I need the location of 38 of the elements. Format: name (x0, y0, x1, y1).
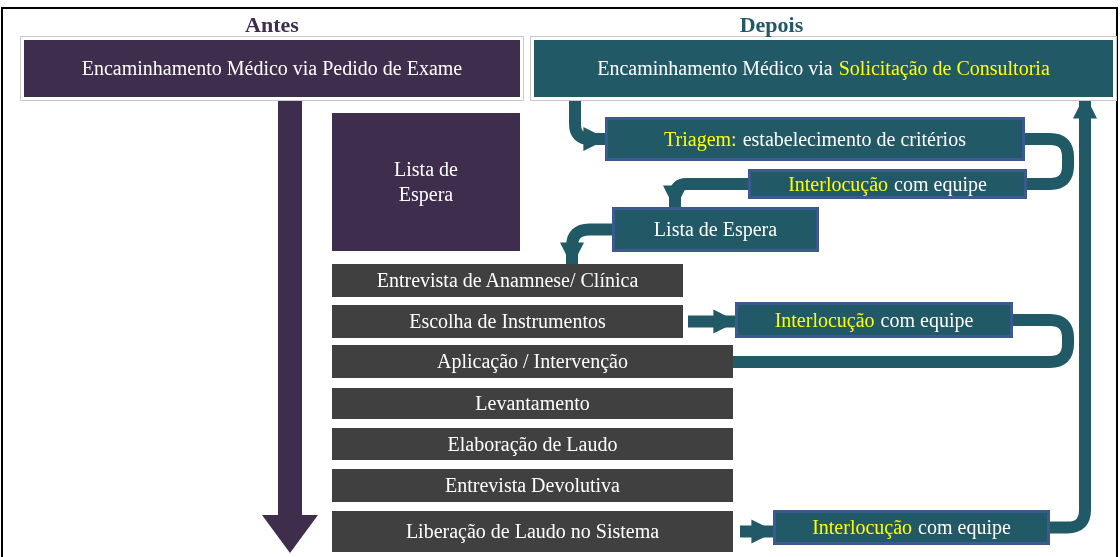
box-text: Solicitação de Consultoria (838, 56, 1050, 81)
box-text: Encaminhamento Médico via Pedido de Exame (81, 56, 463, 81)
box-text: Triagem: (664, 126, 737, 152)
box-text: com equipe (918, 515, 1011, 540)
box-text: estabelecimento de critérios (742, 126, 966, 152)
box-text: Levantamento (475, 391, 590, 416)
box-text: Lista de Espera (393, 157, 459, 207)
box-text: Elaboração de Laudo (447, 431, 618, 457)
box-text: Interlocução (788, 172, 889, 197)
box-text: Encaminhamento Médico via (597, 56, 833, 81)
process-box (773, 510, 1050, 545)
process-box (332, 469, 733, 502)
process-box (332, 345, 733, 378)
connector (733, 314, 1074, 368)
box-text: Escolha de Instrumentos (409, 309, 606, 334)
box-text: Liberação de Laudo no Sistema (405, 519, 660, 544)
process-box (332, 305, 683, 338)
process-box (748, 169, 1027, 199)
box-text: Entrevista Devolutiva (445, 473, 620, 498)
process-box (332, 264, 683, 297)
box-text: com equipe (894, 172, 987, 197)
process-box (332, 511, 733, 552)
box-text: com equipe (880, 307, 974, 333)
process-box (605, 117, 1025, 161)
column-heading: Depois (739, 12, 804, 38)
box-text: Lista de Espera (653, 217, 778, 242)
process-box (332, 428, 733, 460)
process-box (332, 113, 520, 251)
process-box (332, 388, 733, 419)
arrow (560, 223, 612, 267)
connector (1025, 133, 1074, 190)
column-heading: Antes (245, 12, 299, 38)
box-text: Interlocução (812, 515, 913, 540)
box-text: Interlocução (774, 307, 875, 333)
process-box (735, 302, 1013, 338)
box-text: Entrevista de Anamnese/ Clínica (376, 268, 639, 293)
process-box (612, 207, 819, 252)
box-text: Aplicação / Intervenção (437, 349, 628, 374)
